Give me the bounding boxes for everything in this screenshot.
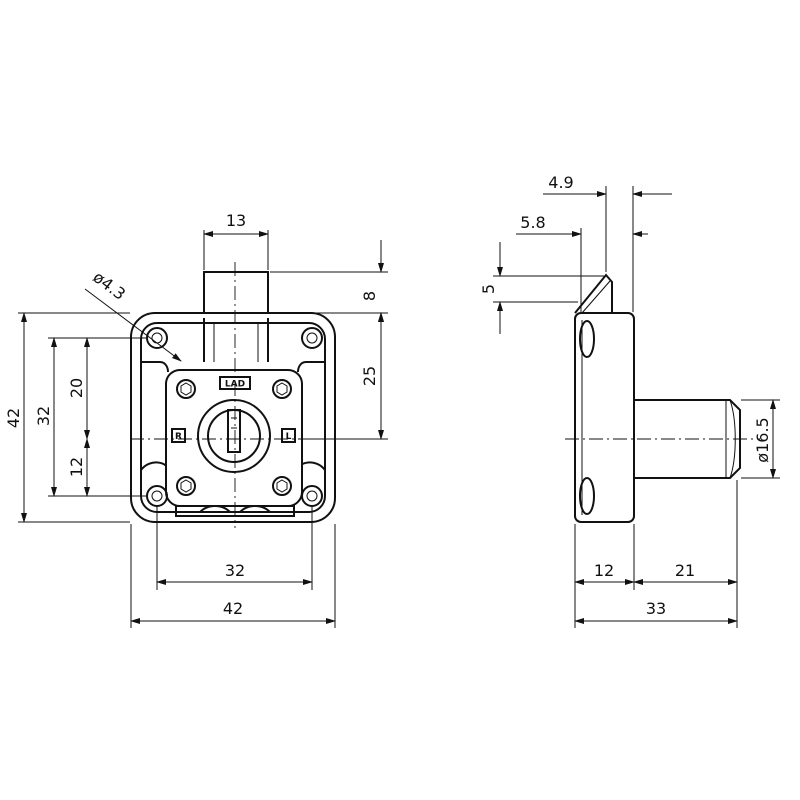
dim-width-hole-spacing: 32 xyxy=(225,561,245,580)
r-label: R xyxy=(175,432,182,442)
dim-height-hole-spacing: 32 xyxy=(34,406,53,426)
notch-top-right xyxy=(297,361,325,373)
dim-center-to-top: 25 xyxy=(360,366,379,386)
bottom-lever-springs xyxy=(199,505,271,513)
side-bolt xyxy=(574,273,613,314)
r-label-box xyxy=(171,428,186,443)
lock-cylinder-outer xyxy=(197,399,271,473)
dim-hole-diameter: ø4.3 xyxy=(90,267,130,303)
dim-bolt-offset: 5.8 xyxy=(520,213,545,232)
dim-flange-thickness: 12 xyxy=(594,561,614,580)
inner-housing xyxy=(140,322,326,513)
l-label: L xyxy=(286,432,292,442)
front-bolt xyxy=(203,271,269,319)
side-hole-bottom xyxy=(579,477,595,515)
side-dimensions: 4.9 5.8 5 ø16.5 12 21 33 xyxy=(479,173,780,628)
dim-height-lower: 12 xyxy=(67,457,86,477)
dim-bolt-tip: 4.9 xyxy=(548,173,573,192)
dim-bolt-bevel: 5 xyxy=(479,284,498,294)
screw-top-right xyxy=(272,379,292,399)
dim-cylinder-diameter: ø16.5 xyxy=(753,417,772,462)
screw-bottom-right xyxy=(272,476,292,496)
keyway xyxy=(227,409,241,453)
l-label-box xyxy=(281,428,296,443)
side-hole-top xyxy=(579,320,595,358)
dim-bolt-width: 13 xyxy=(226,211,246,230)
screw-bottom-left xyxy=(176,476,196,496)
dim-height-upper: 20 xyxy=(67,378,86,398)
mounting-hole-top-left xyxy=(146,327,168,349)
dim-cylinder-length: 21 xyxy=(675,561,695,580)
dim-bolt-height: 8 xyxy=(360,291,379,301)
screw-top-left xyxy=(176,379,196,399)
side-view xyxy=(565,273,760,523)
dim-width-outer: 42 xyxy=(223,599,243,618)
mounting-hole-top-right xyxy=(301,327,323,349)
side-flange xyxy=(574,312,635,523)
notch-top-left xyxy=(141,361,169,373)
dim-height-outer: 42 xyxy=(4,408,23,428)
dim-total-depth: 33 xyxy=(646,599,666,618)
front-view: LAD R L xyxy=(130,262,345,528)
